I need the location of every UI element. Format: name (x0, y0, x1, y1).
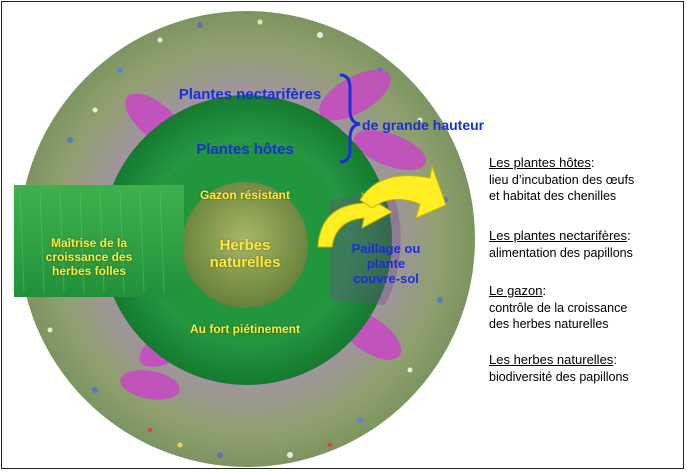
legend-desc: des herbes naturelles (489, 316, 684, 332)
legend-nectar-plants: Les plantes nectarifères: alimentation d… (489, 227, 684, 261)
legend-desc: biodiversité des papillons (489, 369, 684, 385)
mulch-label: Paillage ou plante couvre-sol (346, 242, 426, 287)
legend-lawn: Le gazon: contrôle de la croissance des … (489, 282, 684, 332)
legend-term: Les plantes hôtes (489, 155, 591, 170)
legend-desc: contrôle de la croissance (489, 300, 684, 316)
legend-natural-grass: Les herbes naturelles: biodiversité des … (489, 351, 684, 385)
legend-term: Les plantes nectarifères (489, 228, 627, 243)
lawn-bottom-label: Au fort piétinement (160, 323, 330, 337)
weed-control-label: Maîtrise de la croissance des herbes fol… (26, 237, 152, 278)
legend-colon: : (543, 283, 547, 298)
legend-desc: lieu d’incubation des œufs (489, 172, 684, 188)
legend-term: Le gazon (489, 283, 543, 298)
legend-host-plants: Les plantes hôtes: lieu d’incubation des… (489, 154, 684, 204)
outer-ring-label: Plantes nectarifères (150, 86, 350, 103)
lawn-top-label: Gazon résistant (180, 189, 310, 203)
middle-ring-label: Plantes hôtes (160, 141, 330, 158)
legend-colon: : (591, 155, 595, 170)
legend-desc: et habitat des chenilles (489, 188, 684, 204)
legend-colon: : (627, 228, 631, 243)
legend-term: Les herbes naturelles (489, 352, 613, 367)
center-label: Herbes naturelles (190, 237, 300, 272)
legend-colon: : (613, 352, 617, 367)
legend-desc: alimentation des papillons (489, 245, 684, 261)
height-note-label: de grande hauteur (362, 117, 522, 133)
